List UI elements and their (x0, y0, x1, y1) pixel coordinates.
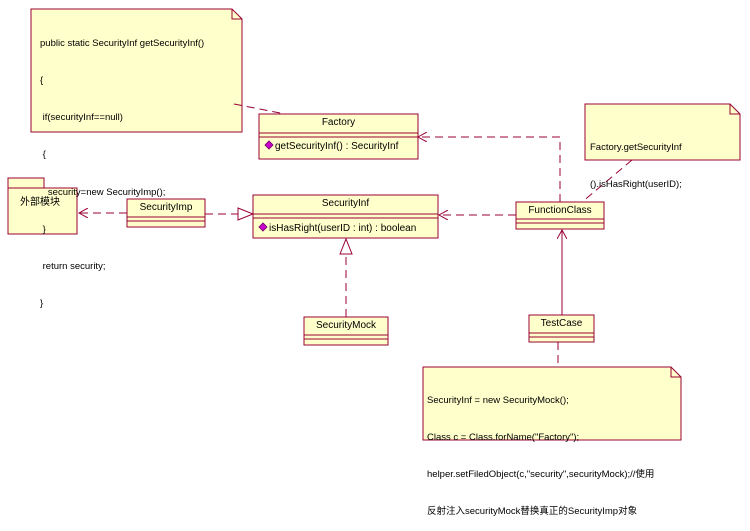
code-line: Class c = Class.forName("Factory"); (427, 432, 580, 444)
security-inf-class-name: SecurityInf (321, 198, 370, 209)
operation-icon (258, 222, 268, 232)
operation-icon (264, 140, 274, 150)
package-name: 外部模块 (20, 197, 60, 208)
code-line: helper.setFiledObject(c,"security",secur… (427, 469, 655, 481)
security-mock-class (303, 316, 389, 346)
code-line: if(securityInf==null) (40, 112, 123, 124)
code-line: return security; (40, 261, 106, 273)
code-line: public static SecurityInf getSecurityInf… (40, 37, 205, 49)
external-module-package (7, 177, 78, 235)
factory-class (258, 113, 419, 160)
function-call-note (584, 103, 741, 161)
code-line: } (40, 298, 44, 310)
code-line: { (40, 149, 46, 161)
dependency-functionclass-factory (418, 137, 561, 202)
factory-code-note-text: public static SecurityInf getSecurityInf… (40, 13, 204, 323)
code-line: security=new SecurityImp(); (40, 186, 166, 198)
function-call-note-text: Factory.getSecurityInf ().isHasRight(use… (590, 117, 682, 204)
function-note-anchor (581, 159, 633, 203)
function-class-name: FunctionClass (528, 205, 592, 216)
security-inf-operation: isHasRight(userID : int) : boolean (269, 223, 417, 234)
code-line: 反射注入securityMock替换真正的SecurityImp对象 (427, 506, 638, 518)
factory-class-name: Factory (321, 117, 356, 128)
code-line: SecurityInf = new SecurityMock(); (427, 394, 569, 406)
factory-note-anchor (233, 103, 286, 115)
security-inf-class (252, 194, 439, 239)
test-case-class-name: TestCase (540, 318, 583, 329)
testcase-code-note (422, 366, 682, 441)
realization-arrowhead (237, 207, 255, 221)
function-class (515, 201, 605, 230)
code-line: { (40, 75, 44, 87)
code-line: ().isHasRight(userID); (590, 179, 682, 191)
security-imp-class (126, 198, 206, 228)
factory-operation: getSecurityInf() : SecurityInf (275, 141, 399, 152)
code-line: } (40, 223, 46, 235)
code-line: Factory.getSecurityInf (590, 141, 682, 153)
security-imp-class-name: SecurityImp (139, 202, 193, 213)
test-case-class (528, 314, 595, 343)
security-mock-class-name: SecurityMock (315, 320, 376, 331)
realization-arrowhead (339, 237, 353, 255)
factory-code-note (30, 8, 243, 133)
testcase-code-note-text: SecurityInf = new SecurityMock(); Class … (427, 370, 654, 531)
